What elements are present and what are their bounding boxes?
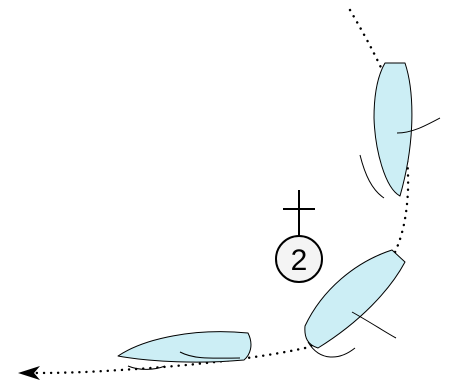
mark-number: 2 bbox=[291, 244, 308, 277]
boat-1-hull bbox=[373, 62, 413, 197]
course-arrow-icon bbox=[18, 366, 40, 380]
boat-1 bbox=[359, 62, 441, 199]
boat-3-hull bbox=[117, 331, 252, 363]
boat-2-sail bbox=[351, 311, 397, 339]
boat-2-hull bbox=[304, 249, 406, 349]
boat-3-sail-shadow bbox=[127, 365, 166, 370]
boat-1-sail bbox=[396, 117, 441, 134]
boat-3 bbox=[117, 331, 252, 370]
mark-circle bbox=[275, 235, 323, 283]
boat-2 bbox=[304, 249, 406, 358]
mark-2: 2 bbox=[275, 190, 323, 283]
boat-1-sail-shadow bbox=[359, 154, 385, 199]
boat-3-sail bbox=[179, 351, 241, 359]
boat-2-sail-shadow bbox=[307, 341, 356, 358]
